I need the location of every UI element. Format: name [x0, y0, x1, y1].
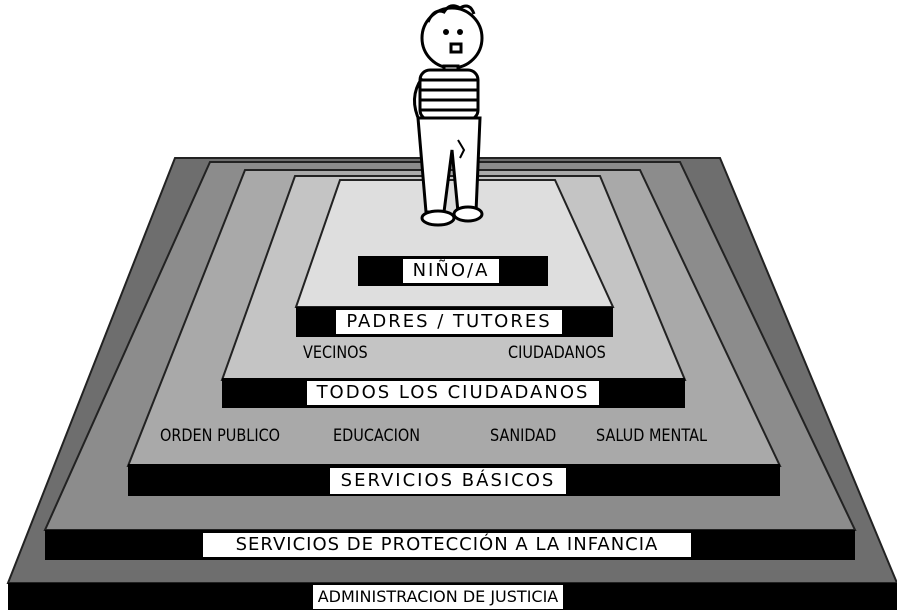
service-health: SANIDAD: [490, 426, 557, 446]
label-basic-services: SERVICIOS BÁSICOS: [330, 468, 566, 494]
service-education: EDUCACION: [333, 426, 421, 446]
service-public-order: ORDEN PUBLICO: [160, 426, 281, 446]
label-neighbors: VECINOS: [303, 343, 368, 363]
label-citizens: CIUDADANOS: [508, 343, 606, 363]
label-all-citizens: TODOS LOS CIUDADANOS: [307, 381, 599, 405]
child-figure: [413, 4, 484, 227]
label-child: NIÑO/A: [403, 259, 499, 283]
service-mental-health: SALUD MENTAL: [596, 426, 708, 446]
label-parents: PADRES / TUTORES: [336, 310, 562, 334]
child-shoe-left: [420, 209, 456, 227]
label-child-protection: SERVICIOS DE PROTECCIÓN A LA INFANCIA: [203, 533, 691, 557]
child-shoe-right: [452, 205, 484, 223]
child-shirt: [418, 68, 480, 122]
label-justice: ADMINISTRACION DE JUSTICIA: [313, 585, 563, 609]
